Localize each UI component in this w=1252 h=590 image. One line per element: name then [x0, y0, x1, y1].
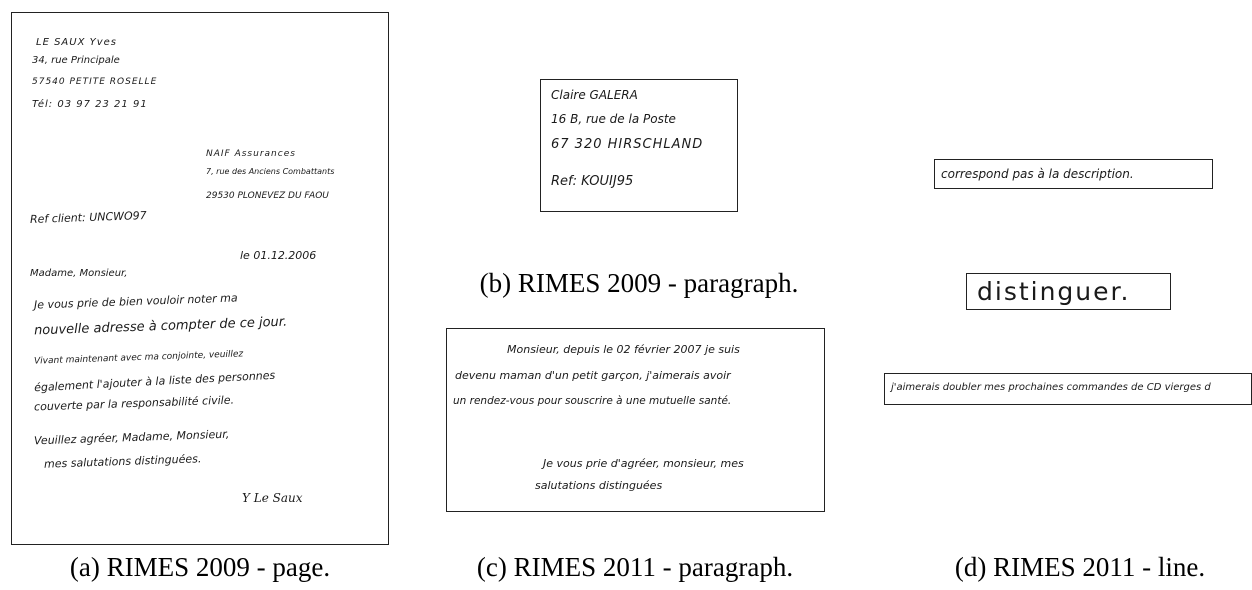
salutation-line: Madame, Monsieur, — [30, 268, 128, 279]
recipient-line-3: 29530 PLONEVEZ DU FAOU — [206, 191, 329, 201]
body-line-6: Veuillez agréer, Madame, Monsieur, — [33, 427, 230, 448]
paragraph-2011-closing-1: Je vous prie d'agréer, monsieur, mes — [543, 457, 744, 470]
paragraph-2009-line-1: Claire GALERA — [551, 88, 638, 102]
line-sample-3: j'aimerais doubler mes prochaines comman… — [884, 373, 1252, 405]
paragraph-2011-closing-2: salutations distinguées — [535, 479, 663, 492]
paragraph-2011-panel: Monsieur, depuis le 02 février 2007 je s… — [446, 328, 825, 512]
line-sample-3-text: j'aimerais doubler mes prochaines comman… — [891, 382, 1211, 393]
caption-c: (c) RIMES 2011 - paragraph. — [476, 552, 794, 582]
page-sample-panel: LE SAUX Yves 34, rue Principale 57540 PE… — [11, 12, 389, 545]
recipient-line-2: 7, rue des Anciens Combattants — [206, 167, 335, 176]
reference-line: Ref client: UNCWO97 — [29, 208, 147, 227]
paragraph-2009-line-2: 16 B, rue de la Poste — [551, 112, 676, 126]
body-line-2: nouvelle adresse à compter de ce jour. — [33, 314, 288, 339]
paragraph-2011-line-3: un rendez-vous pour souscrire à une mutu… — [453, 395, 732, 407]
line-sample-1-text: correspond pas à la description. — [941, 167, 1134, 181]
line-sample-2: distinguer. — [966, 273, 1171, 310]
sender-line-1: LE SAUX Yves — [36, 37, 117, 48]
paragraph-2011-line-2: devenu maman d'un petit garçon, j'aimera… — [455, 369, 731, 382]
paragraph-2009-panel: Claire GALERA 16 B, rue de la Poste 67 3… — [540, 79, 738, 212]
body-line-5: couverte par la responsabilité civile. — [33, 393, 235, 414]
caption-b: (b) RIMES 2009 - paragraph. — [479, 268, 799, 298]
sender-line-2: 34, rue Principale — [32, 55, 120, 66]
paragraph-2011-line-1: Monsieur, depuis le 02 février 2007 je s… — [507, 343, 740, 356]
line-sample-1: correspond pas à la description. — [934, 159, 1213, 189]
paragraph-2009-line-3: 67 320 HIRSCHLAND — [551, 137, 704, 152]
line-sample-2-text: distinguer. — [977, 277, 1131, 306]
sender-line-4: Tél: 03 97 23 21 91 — [32, 99, 148, 110]
paragraph-2009-line-4: Ref: KOUIJ95 — [551, 174, 634, 189]
body-line-7: mes salutations distinguées. — [43, 452, 202, 471]
body-line-4: également l'ajouter à la liste des perso… — [33, 368, 276, 395]
body-line-3: Vivant maintenant avec ma conjointe, veu… — [33, 349, 244, 367]
body-line-1: Je vous prie de bien vouloir noter ma — [33, 291, 238, 312]
recipient-line-1: NAIF Assurances — [206, 149, 296, 159]
signature: Y Le Saux — [242, 491, 303, 505]
caption-a: (a) RIMES 2009 - page. — [69, 552, 331, 582]
date-line: le 01.12.2006 — [240, 249, 317, 262]
sender-line-3: 57540 PETITE ROSELLE — [32, 77, 158, 87]
caption-d: (d) RIMES 2011 - line. — [954, 552, 1206, 582]
